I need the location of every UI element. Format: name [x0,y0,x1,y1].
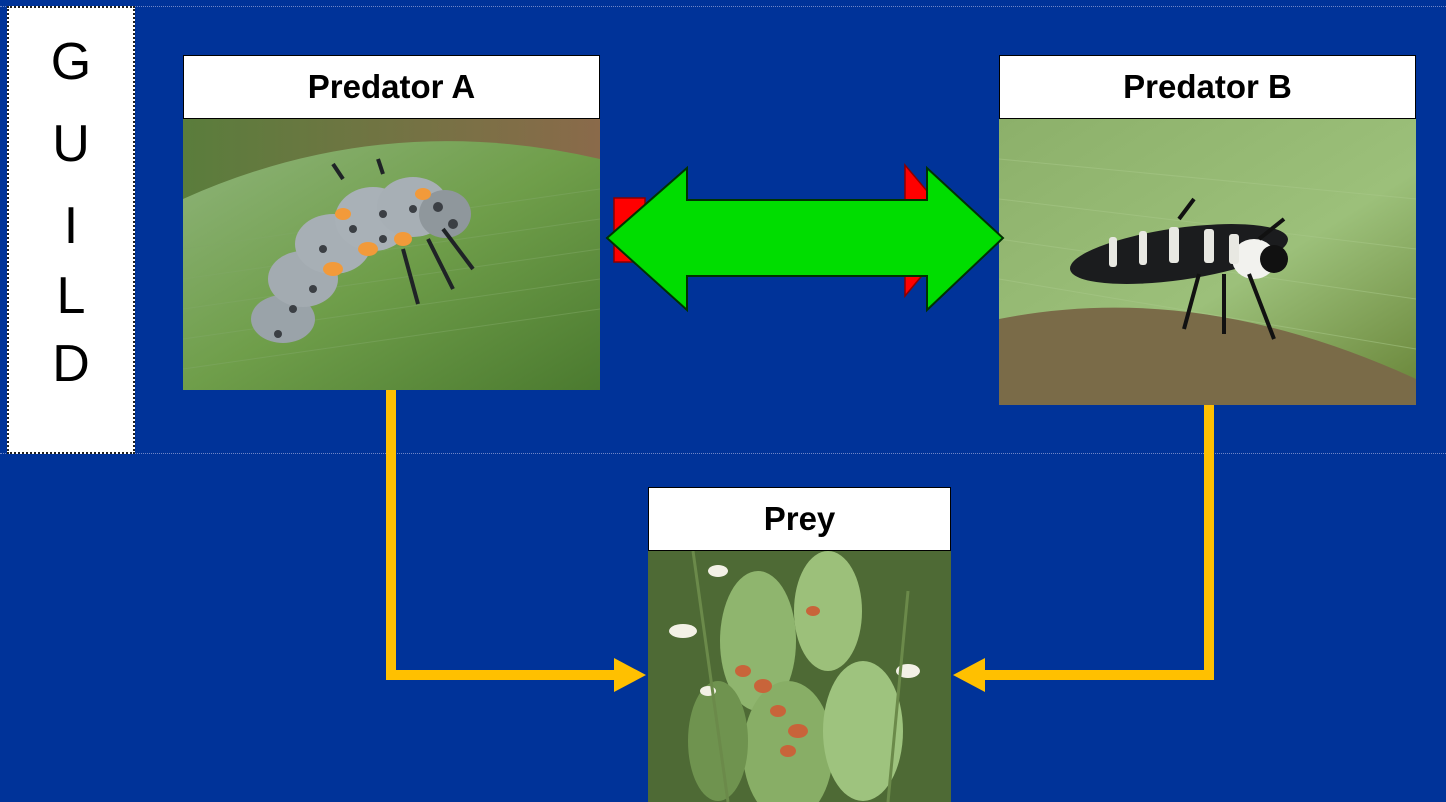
predation-arrow-b [980,405,1209,675]
predation-arrowhead-a [614,658,646,692]
predation-arrowhead-b [953,658,985,692]
green-interaction-arrow [607,168,1003,310]
predation-arrow-a [391,390,620,675]
